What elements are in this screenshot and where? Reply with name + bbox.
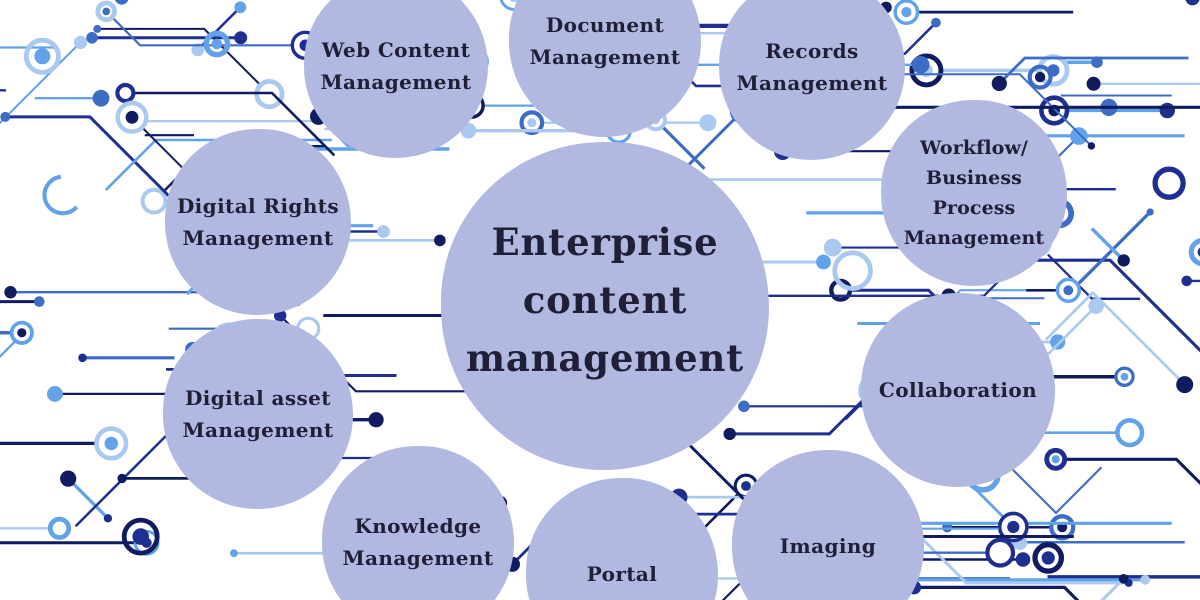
node-web-content-management: Web Content Management bbox=[304, 0, 488, 158]
node-label: Knowledge Management bbox=[342, 514, 494, 570]
node-knowledge-management: Knowledge Management bbox=[322, 446, 514, 600]
node-digital-rights-management: Digital Rights Management bbox=[165, 129, 351, 315]
node-imaging: Imaging bbox=[732, 450, 924, 600]
node-label: Document Management bbox=[529, 13, 681, 69]
node-enterprise-content-management: Enterprise content management bbox=[441, 142, 769, 470]
node-records-management: Records Management bbox=[719, 0, 905, 160]
node-label: Workflow/ Business Process Management bbox=[903, 136, 1045, 250]
node-digital-asset-management: Digital asset Management bbox=[163, 319, 353, 509]
node-label: Digital Rights Management bbox=[176, 194, 340, 250]
node-label: Web Content Management bbox=[320, 38, 472, 94]
node-label: Records Management bbox=[736, 39, 888, 95]
node-label: Collaboration bbox=[878, 378, 1038, 402]
node-portal: Portal bbox=[526, 478, 718, 600]
node-workflow-business-process-management: Workflow/ Business Process Management bbox=[881, 100, 1067, 286]
node-collaboration: Collaboration bbox=[861, 293, 1055, 487]
node-label: Portal bbox=[586, 562, 658, 586]
node-label: Digital asset Management bbox=[182, 386, 334, 442]
node-label: Enterprise content management bbox=[465, 220, 745, 380]
node-label: Imaging bbox=[779, 534, 877, 558]
